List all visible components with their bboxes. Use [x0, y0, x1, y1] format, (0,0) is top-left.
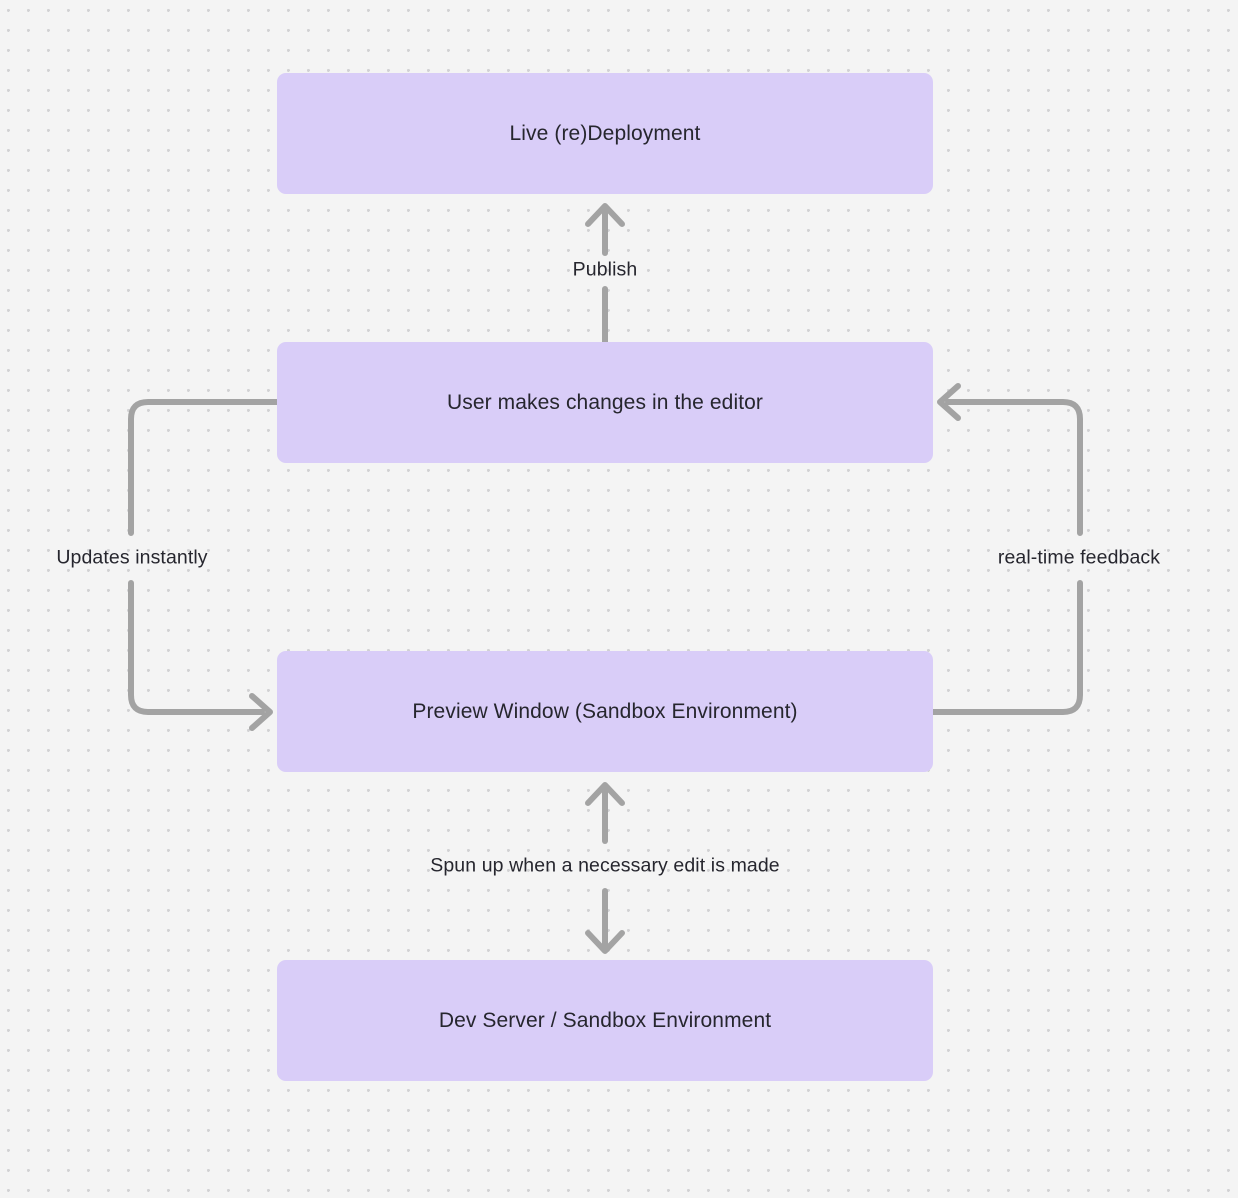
node-dev-server[interactable]: Dev Server / Sandbox Environment [277, 960, 933, 1081]
spunup-arrowhead-up-icon [585, 782, 625, 806]
node-dev-server-label: Dev Server / Sandbox Environment [438, 1008, 772, 1032]
edge-label-updates-instantly: Updates instantly [56, 546, 208, 569]
feedback-arrowhead-icon [937, 383, 961, 421]
feedback-line-upper [945, 399, 1083, 536]
updates-line-lower [128, 580, 265, 715]
node-preview-window-label: Preview Window (Sandbox Environment) [412, 699, 798, 723]
publish-arrowhead-icon [585, 203, 625, 227]
spunup-arrowhead-down-icon [585, 930, 625, 954]
updates-arrowhead-icon [249, 693, 273, 731]
feedback-line-lower [930, 580, 1083, 715]
node-live-deployment-label: Live (re)Deployment [509, 121, 701, 145]
node-preview-window[interactable]: Preview Window (Sandbox Environment) [277, 651, 933, 772]
updates-line-upper [128, 399, 280, 536]
edge-label-publish: Publish [572, 258, 638, 281]
edge-label-spun-up: Spun up when a necessary edit is made [430, 854, 780, 877]
node-user-edits[interactable]: User makes changes in the editor [277, 342, 933, 463]
node-user-edits-label: User makes changes in the editor [446, 390, 764, 414]
node-live-deployment[interactable]: Live (re)Deployment [277, 73, 933, 194]
edge-label-real-time-feedback: real-time feedback [997, 546, 1161, 569]
